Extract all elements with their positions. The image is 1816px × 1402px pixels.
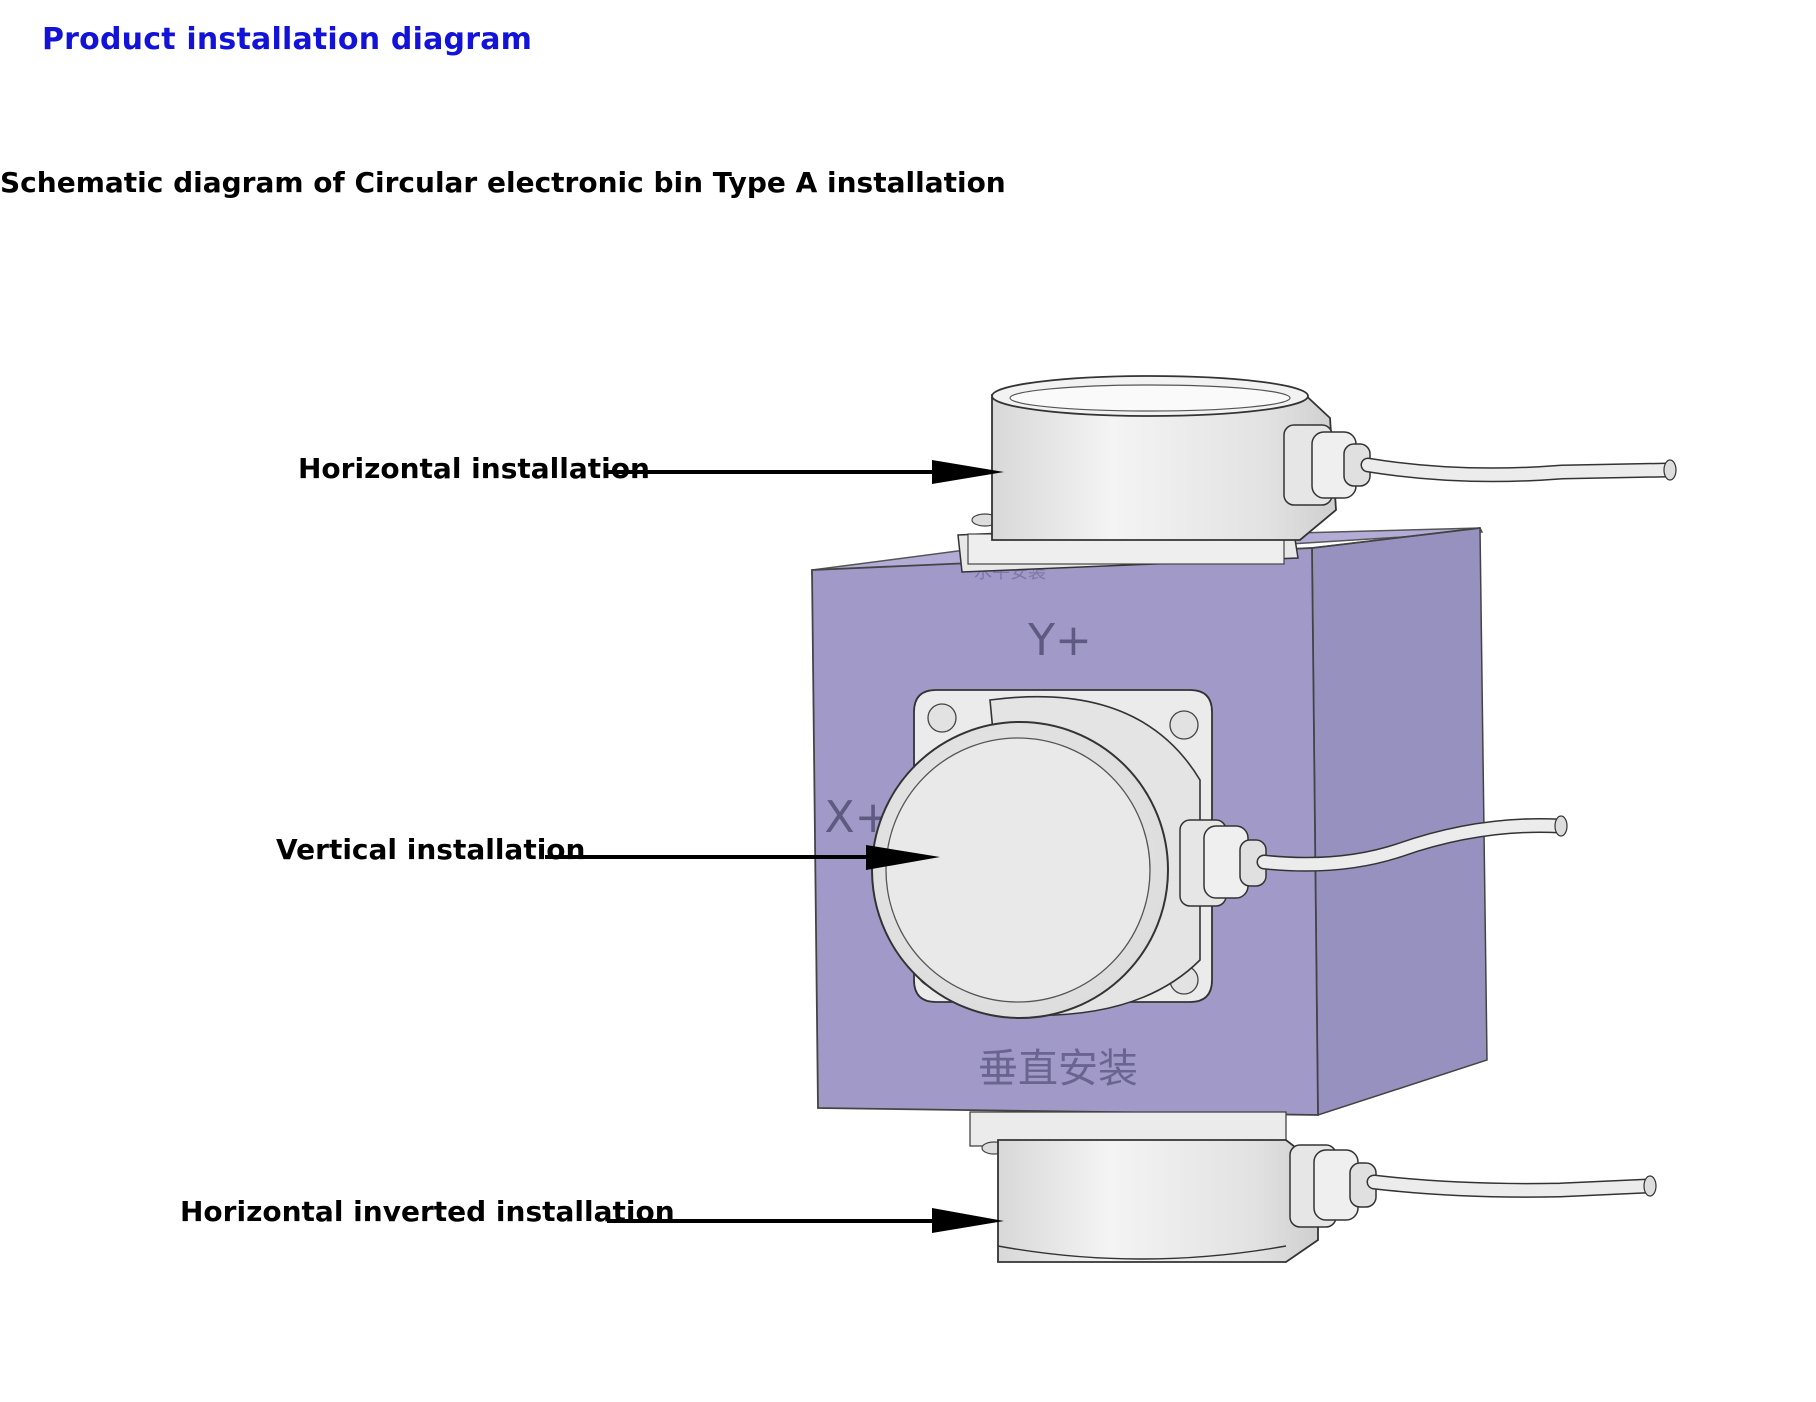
vertical-install-marking: 垂直安装: [978, 1046, 1138, 1092]
horizontal-inverted-sensor: [969, 1111, 1657, 1263]
callout-horizontal-installation: Horizontal installation: [298, 452, 650, 485]
diagram-title: Schematic diagram of Circular electronic…: [0, 166, 1006, 199]
arrow-vertical: [545, 845, 940, 870]
arrow-horizontal-inverted: [607, 1208, 1004, 1233]
horizontal-sensor: [957, 375, 1677, 573]
block-side-face: [1311, 527, 1488, 1117]
page-heading: Product installation diagram: [42, 22, 533, 57]
y-axis-marking: Y+: [1027, 615, 1092, 666]
callout-vertical-installation: Vertical installation: [276, 833, 586, 866]
callout-horizontal-inverted-installation: Horizontal inverted installation: [180, 1195, 675, 1228]
arrow-horizontal: [607, 460, 1004, 484]
vertical-sensor: [871, 689, 1568, 1019]
